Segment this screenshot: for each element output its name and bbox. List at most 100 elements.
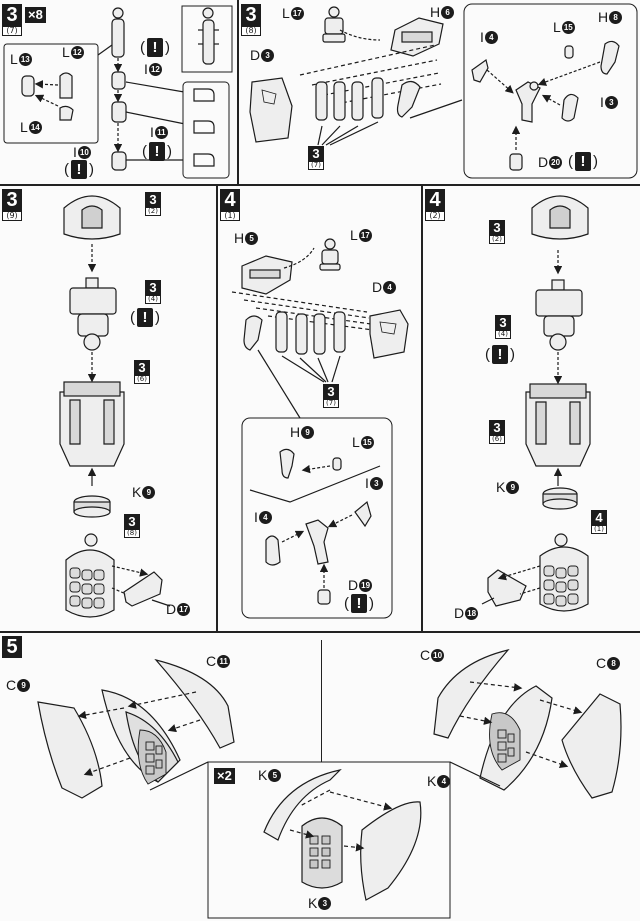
exclamation-icon: ! xyxy=(492,345,508,364)
ref-number: 3 xyxy=(489,220,505,235)
ref-sub: (4) xyxy=(495,330,511,339)
ref-number: 3 xyxy=(308,146,324,161)
ref-3-8: 3 (8) xyxy=(124,514,140,538)
ref-sub: (7) xyxy=(308,161,324,170)
ref-number: 3 xyxy=(489,420,505,435)
step-3-9-badge: 3 (9) xyxy=(2,189,22,221)
step-number: 3 xyxy=(241,4,261,26)
panel1-figures xyxy=(3,5,233,179)
rule-bottom-h xyxy=(0,631,640,633)
exclamation-icon: ! xyxy=(147,38,163,57)
warning-mark: (!) xyxy=(142,142,172,161)
step-4-1-badge: 4 (1) xyxy=(220,189,240,221)
panel5-figures xyxy=(481,195,591,612)
rule-mid-v1 xyxy=(216,184,218,631)
step-number: 3 xyxy=(2,4,22,26)
ref-sub: (4) xyxy=(145,295,161,304)
step-number: 4 xyxy=(220,189,240,211)
warning-mark: (!) xyxy=(568,152,598,171)
warning-mark: (!) xyxy=(64,160,94,179)
rule-top-h xyxy=(0,184,640,186)
exclamation-icon: ! xyxy=(71,160,87,179)
warning-mark: (!) xyxy=(130,308,160,327)
ref-sub: (6) xyxy=(489,435,505,444)
step-5-badge: 5 xyxy=(2,636,22,658)
ref-4-1-b: 4 (1) xyxy=(591,510,607,534)
panel4-figures xyxy=(231,238,409,619)
ref-3-2: 3 (2) xyxy=(145,192,161,216)
ref-sub: (6) xyxy=(134,375,150,384)
step-number: 4 xyxy=(425,189,445,211)
ref-sub: (2) xyxy=(489,235,505,244)
step-number: 5 xyxy=(2,636,22,658)
exclamation-icon: ! xyxy=(137,308,153,327)
step-sub: (2) xyxy=(425,211,445,221)
panel2-figures xyxy=(249,3,638,179)
step-sub: (8) xyxy=(241,26,261,36)
ref-3-6: 3 (6) xyxy=(134,360,150,384)
ref-3-7-b: 3 (7) xyxy=(323,384,339,408)
ref-3-4: 3 (4) xyxy=(145,280,161,304)
ref-number: 4 xyxy=(591,510,607,525)
x2-badge: ×2 xyxy=(214,768,235,784)
ref-number: 3 xyxy=(124,514,140,529)
rule-top-v xyxy=(237,0,239,184)
ref-3-7: 3 (7) xyxy=(308,146,324,170)
warning-mark: (!) xyxy=(344,594,374,613)
ref-sub: (1) xyxy=(591,525,607,534)
ref-3-6-b: 3 (6) xyxy=(489,420,505,444)
ref-3-4-b: 3 (4) xyxy=(495,315,511,339)
ref-sub: (8) xyxy=(124,529,140,538)
step-3-8-badge: 3 (8) xyxy=(241,4,261,36)
ref-number: 3 xyxy=(134,360,150,375)
step-sub: (1) xyxy=(220,211,240,221)
ref-sub: (7) xyxy=(323,399,339,408)
ref-number: 3 xyxy=(323,384,339,399)
exclamation-icon: ! xyxy=(351,594,367,613)
step-4-2-badge: 4 (2) xyxy=(425,189,445,221)
step-sub: (9) xyxy=(2,211,22,221)
warning-mark: (!) xyxy=(140,38,170,57)
panel6-figures xyxy=(37,648,622,919)
multiplier-badge: ×8 xyxy=(25,7,46,23)
ref-sub: (2) xyxy=(145,207,161,216)
step-number: 3 xyxy=(2,189,22,211)
step-3-7-badge: 3 ×8 (7) xyxy=(2,4,46,36)
exclamation-icon: ! xyxy=(575,152,591,171)
rule-mid-v2 xyxy=(421,184,423,631)
panel3-figures xyxy=(59,195,171,618)
ref-number: 3 xyxy=(145,280,161,295)
